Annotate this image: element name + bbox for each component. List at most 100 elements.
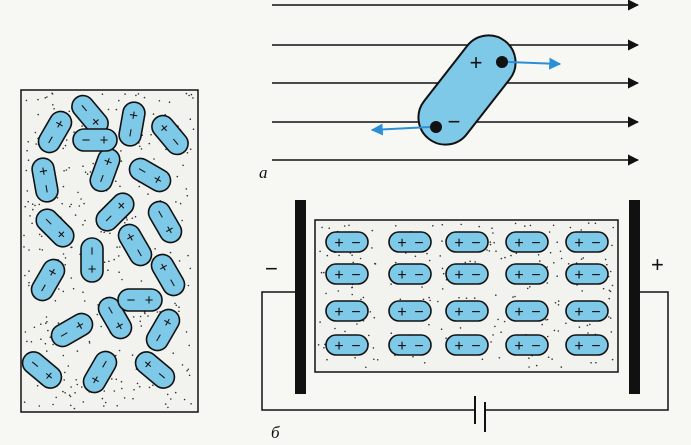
dielectric-dot <box>494 325 496 328</box>
dielectric-dot <box>188 374 191 377</box>
dielectric-dot <box>321 226 323 229</box>
dielectric-dot <box>608 316 610 318</box>
dielectric-dot <box>81 125 83 127</box>
dipole-minus: − <box>414 338 423 355</box>
dielectric-dot <box>488 250 491 252</box>
dielectric-dot <box>52 343 54 346</box>
random-dipole: +− <box>82 350 118 394</box>
wire-right <box>485 291 669 411</box>
aligned-dipole: +− <box>388 300 432 322</box>
dipole-body <box>565 231 609 253</box>
dielectric-dot <box>181 219 183 222</box>
dielectric-dot <box>374 262 376 265</box>
dielectric-dot <box>604 258 607 261</box>
dielectric-dot <box>437 300 439 303</box>
aligned-dipole: +− <box>325 300 369 322</box>
dielectric-dot <box>189 148 192 150</box>
dipole-body <box>388 231 432 253</box>
dielectric-dot <box>535 364 538 367</box>
dielectric-dot <box>553 262 555 264</box>
dipole-plus: + <box>454 235 463 252</box>
dielectric-dot <box>500 331 502 334</box>
dielectric-dot <box>77 191 79 194</box>
dielectric-dot <box>65 169 68 171</box>
dielectric-dot <box>556 241 558 243</box>
dielectric-dot <box>178 260 181 262</box>
dielectric-dot <box>428 296 430 299</box>
dielectric-dot <box>560 366 563 368</box>
dielectric-dot <box>337 290 340 292</box>
dielectric-dot <box>586 324 589 327</box>
dielectric-dot <box>44 342 47 345</box>
dielectric-dot <box>491 227 493 229</box>
dielectric-dot <box>515 252 518 255</box>
dielectric-dot <box>465 297 468 300</box>
dielectric-dot <box>147 193 149 195</box>
dielectric-dot <box>26 340 28 343</box>
dielectric-dot <box>489 241 492 243</box>
dipole-minus: − <box>591 267 600 284</box>
panel-label-a: a <box>259 163 268 182</box>
dielectric-dot <box>33 326 36 329</box>
dielectric-dot <box>92 162 94 165</box>
aligned-dipole: +− <box>445 231 489 253</box>
dipole-minus: − <box>531 304 540 321</box>
dielectric-dot <box>143 96 146 99</box>
aligned-dipole: +− <box>565 231 609 253</box>
random-dipole: +− <box>145 308 181 352</box>
dielectric-dot <box>115 108 118 111</box>
dielectric-dot <box>138 185 141 188</box>
dielectric-dot <box>75 379 77 381</box>
dielectric-dot <box>120 160 123 162</box>
dielectric-dot <box>32 208 34 211</box>
dielectric-dot <box>28 284 30 287</box>
dielectric-dot <box>495 250 497 252</box>
dipole-body <box>388 300 432 322</box>
dielectric-dot <box>360 298 362 301</box>
dielectric-dot <box>610 331 613 333</box>
dipole-plus: + <box>35 165 53 177</box>
dielectric-dot <box>439 255 442 257</box>
dipole-body <box>445 231 489 253</box>
dielectric-dot <box>139 145 141 148</box>
dipole-minus: − <box>591 304 600 321</box>
dielectric-dot <box>23 401 26 404</box>
dipole-plus: + <box>334 304 343 321</box>
dielectric-dot <box>57 322 60 324</box>
random-dipole: +− <box>151 114 189 156</box>
dielectric-dot <box>189 267 192 270</box>
dielectric-dot <box>524 225 526 227</box>
dielectric-dot <box>368 334 370 337</box>
dipole-plus: + <box>454 338 463 355</box>
dielectric-dot <box>103 405 105 407</box>
dielectric-dot <box>569 226 572 229</box>
dielectric-dot <box>119 185 121 188</box>
dielectric-dot <box>359 257 362 260</box>
dielectric-dot <box>182 164 184 167</box>
dielectric-dot <box>63 170 65 172</box>
dipole-body <box>95 192 135 232</box>
dielectric-dot <box>325 292 327 295</box>
aligned-dipole: +− <box>325 263 369 285</box>
dipole-body <box>565 263 609 285</box>
dielectric-dot <box>82 401 85 403</box>
dielectric-dot <box>169 251 172 254</box>
dielectric-dot <box>120 150 122 152</box>
dipole-body <box>505 300 549 322</box>
dielectric-dot <box>365 366 367 369</box>
random-dipole: +− <box>89 147 121 193</box>
dielectric-dot <box>73 131 75 133</box>
dielectric-dot <box>83 202 85 205</box>
dielectric-dot <box>186 152 189 154</box>
random-dipole: +− <box>147 200 183 244</box>
dielectric-dot <box>147 315 149 317</box>
dielectric-dot <box>390 332 393 335</box>
dielectric-dot <box>78 205 81 207</box>
dielectric-dot <box>25 169 28 172</box>
dipole-minus: − <box>351 304 360 321</box>
dielectric-dot <box>445 337 447 340</box>
dielectric-dot <box>121 387 123 390</box>
dielectric-dot <box>399 298 402 301</box>
dielectric-dot <box>190 93 193 96</box>
dipole-minus: − <box>127 292 136 309</box>
